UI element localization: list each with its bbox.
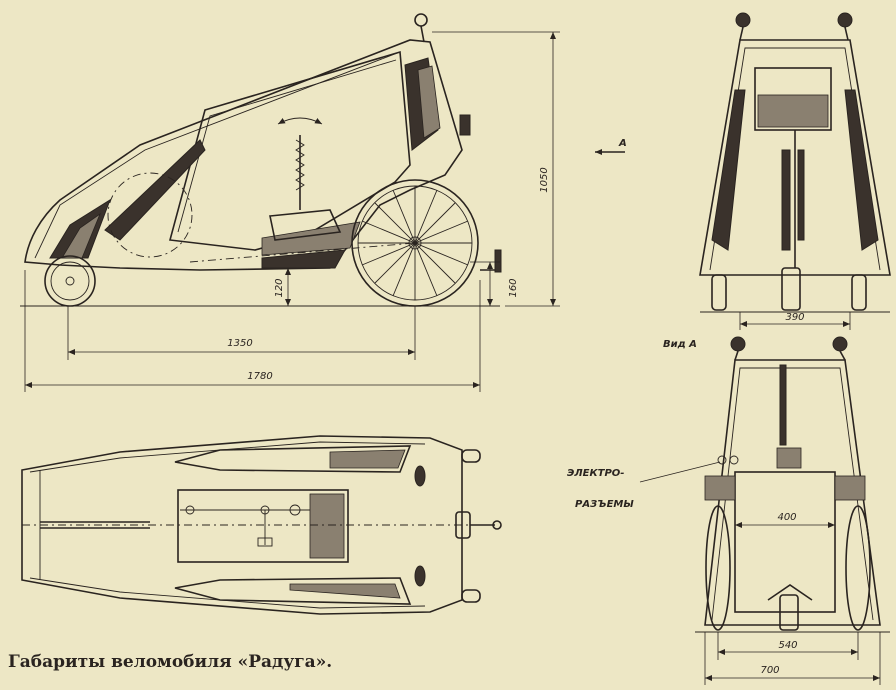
top-view bbox=[21, 435, 502, 615]
top-body-outline bbox=[21, 435, 463, 615]
figure-caption: Габариты веломобиля «Радуга». bbox=[8, 652, 333, 672]
rear-view: 390 bbox=[699, 12, 891, 330]
dim-height-label: 1050 bbox=[539, 167, 550, 192]
side-window bbox=[168, 50, 411, 251]
side-view: 1050 120 160 1350 1780 A bbox=[20, 13, 627, 392]
dim-wheelbase-label: 1350 bbox=[227, 338, 252, 349]
view-a: Вид А ЭЛЕКТРО- РАЗЪЕМЫ 400 540 bbox=[567, 336, 890, 685]
dim-rear-label: 160 bbox=[508, 278, 519, 297]
dim-track-label: 540 bbox=[778, 640, 797, 651]
dim-width-inner-label: 400 bbox=[777, 512, 796, 523]
connectors-label-1: ЭЛЕКТРО- bbox=[567, 468, 624, 479]
dim-width-total-label: 700 bbox=[760, 665, 779, 676]
side-rear-wheel bbox=[351, 179, 479, 307]
side-front-wheel bbox=[44, 255, 96, 307]
dim-length-label: 1780 bbox=[247, 371, 272, 382]
connectors-label-2: РАЗЪЕМЫ bbox=[575, 499, 634, 510]
view-name-label: Вид А bbox=[663, 339, 697, 350]
dim-clearance-label: 120 bbox=[274, 278, 285, 297]
view-arrow-label: A bbox=[618, 138, 627, 149]
dim-width-top-label: 390 bbox=[785, 312, 804, 323]
